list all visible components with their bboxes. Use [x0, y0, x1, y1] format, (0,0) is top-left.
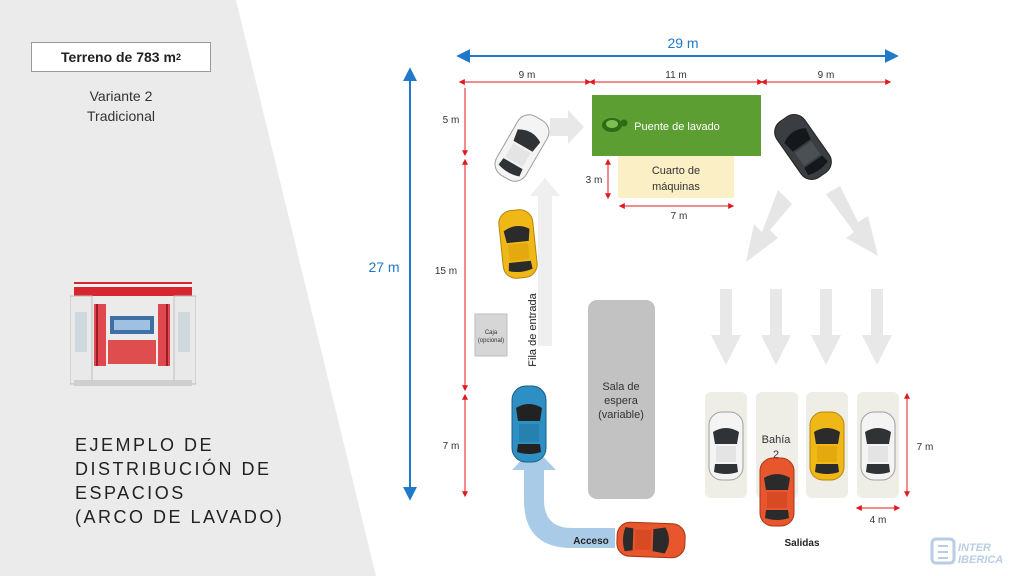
waiting-room-label-line-1: Sala de [602, 381, 639, 393]
heading-line-1: EJEMPLO DE [75, 435, 215, 455]
diagram-heading: EJEMPLO DE DISTRIBUCIÓN DE ESPACIOS (ARC… [75, 433, 284, 529]
exit-lane-arrow-1 [711, 289, 741, 365]
queue-label: Fila de entrada [527, 292, 539, 366]
heading-line-4: (ARCO DE LAVADO) [75, 507, 285, 527]
bay-width-label: 4 m [870, 515, 887, 526]
access-arrow [512, 447, 615, 548]
cashier-label-line-2: (opcional) [478, 338, 504, 344]
car-orange-bay-2 [759, 457, 795, 527]
car-yellow-bay-3 [809, 411, 845, 481]
exit-lane-arrow-4 [862, 289, 892, 365]
machine-room-label-line-2: máquinas [652, 181, 700, 193]
height-bottom-label: 7 m [443, 441, 460, 452]
terrain-title: Terreno de 783 m [61, 49, 176, 65]
car-orange-access [615, 521, 687, 559]
inter-iberica-logo: INTER IBERICA [930, 537, 1003, 566]
variant-line-2: Tradicional [87, 108, 155, 124]
exits-label: Salidas [784, 538, 819, 549]
heading-line-2: DISTRIBUCIÓN DE [75, 459, 272, 479]
exit-diagonal-arrow-left [746, 190, 792, 262]
car-white-entering [489, 109, 555, 187]
exit-diagonal-arrow-right [826, 186, 878, 256]
car-blue-queue [511, 385, 547, 463]
variant-label: Variante 2 Tradicional [31, 86, 211, 126]
waiting-room-area [588, 300, 655, 499]
height-top-label: 5 m [443, 115, 460, 126]
waiting-room-label-line-3: (variable) [598, 409, 644, 421]
logo-text-line-1: INTER [958, 542, 991, 554]
car-white-bay-1 [708, 411, 744, 481]
machine-room-area [618, 156, 734, 198]
logo-text-line-2: IBERICA [958, 554, 1003, 566]
machine-width-label: 7 m [671, 211, 688, 222]
heading-line-3: ESPACIOS [75, 483, 186, 503]
wash-bridge-label: Puente de lavado [634, 121, 720, 133]
turtle-icon [602, 118, 628, 132]
variant-line-1: Variante 2 [89, 88, 153, 104]
car-yellow-queue [497, 207, 539, 281]
exit-lane-arrow-3 [811, 289, 841, 365]
total-height-label: 27 m [368, 259, 399, 275]
bay-label-line-2: 2 [773, 449, 779, 461]
seg-right-label: 9 m [818, 70, 835, 81]
cashier-label-line-1: Caja [485, 330, 498, 336]
entry-right-arrow [550, 110, 584, 144]
total-width-label: 29 m [667, 35, 698, 51]
seg-left-label: 9 m [519, 70, 536, 81]
height-mid-label: 15 m [435, 266, 457, 277]
access-label: Acceso [573, 536, 609, 547]
bay-height-label: 7 m [917, 442, 934, 453]
car-white-bay-4 [860, 411, 896, 481]
machine-height-label: 3 m [586, 175, 603, 186]
queue-lane-arrow-body [538, 196, 552, 346]
queue-lane-arrow-head [530, 178, 560, 196]
bay-label-line-1: Bahía [762, 434, 792, 446]
waiting-room-label-line-2: espera [604, 395, 639, 407]
seg-center-label: 11 m [665, 70, 687, 81]
terrain-title-superscript: 2 [175, 52, 181, 62]
machine-room-label-line-1: Cuarto de [652, 165, 700, 177]
car-black-exiting [769, 108, 837, 186]
exit-lane-arrow-2 [761, 289, 791, 365]
car-wash-machine-illustration [70, 282, 196, 386]
cashier-box [474, 313, 508, 357]
